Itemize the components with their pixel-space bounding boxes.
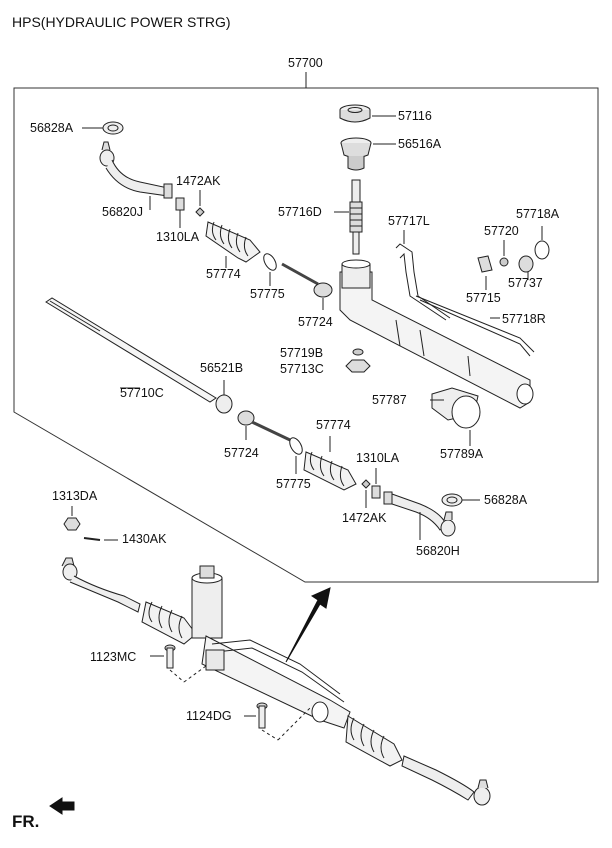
part-label-56820H: 56820H [416,544,460,558]
pipe-57718R [415,295,535,357]
part-label-57718R: 57718R [502,312,546,326]
nut-1310LA-top [175,197,185,228]
front-direction-label: FR. [12,812,40,831]
part-label-1124DG: 1124DG [186,709,232,723]
part-label-57737: 57737 [508,276,543,290]
part-label-1310LA-top: 1310LA [156,230,200,244]
yoke-57737 [518,255,534,280]
part-label-57724-bottom: 57724 [224,446,259,460]
part-label-1313DA: 1313DA [52,489,98,503]
boot-57774-top [205,221,261,268]
nut-1310LA-bottom [371,468,381,499]
part-label-57116: 57116 [398,109,432,123]
cap-57116 [339,104,396,123]
part-label-57724-top: 57724 [298,315,333,329]
part-label-57710C: 57710C [120,386,164,400]
part-label-56516A: 56516A [398,137,442,151]
part-label-1123MC: 1123MC [90,650,137,664]
part-label-56521B: 56521B [200,361,244,375]
part-label-1430AK: 1430AK [122,532,167,546]
tie-rod-end-56820J [99,141,173,210]
part-label-1472AK-bottom: 1472AK [342,511,387,525]
boot-clip-56828A-bottom [441,493,480,507]
part-label-56828A-top: 56828A [30,121,74,135]
nut-57713C [345,359,371,373]
washer-57719B [352,348,364,356]
part-label-57717L: 57717L [388,214,430,228]
part-label-57774-top: 57774 [206,267,241,281]
tie-rod-end-56820H [383,491,456,540]
part-label-57718A: 57718A [516,207,560,221]
part-label-57719B: 57719B [280,346,324,360]
part-label-57713C: 57713C [280,362,324,376]
spring-57720 [499,240,509,267]
page-title: HPS(HYDRAULIC POWER STRG) [12,14,231,30]
part-label-57787: 57787 [372,393,407,407]
part-label-57715: 57715 [466,291,501,305]
assembly-frame [13,87,599,583]
rack-57710C [45,297,217,403]
inner-tie-rod-57724-bottom [237,410,291,442]
gear-housing [339,259,534,409]
seal-56516A [340,137,396,171]
boot-clip-56828A-top [82,121,124,135]
pipe-57717L [395,230,451,321]
bolt-1124DG [244,702,313,741]
part-label-57775-top: 57775 [250,287,285,301]
bushing-56521B [215,380,233,414]
part-label-56820J: 56820J [102,205,144,219]
part-label-57720: 57720 [484,224,519,238]
inner-tie-rod-57724-top [281,262,333,310]
part-label-57700: 57700 [288,56,323,70]
clamp-57775-top [263,253,277,286]
pinion-57716D [334,179,363,255]
clamp-57775-bottom [289,437,303,474]
part-label-1472AK-top: 1472AK [176,174,221,188]
part-label-57716D: 57716D [278,205,322,219]
direction-arrow-icon [49,797,75,815]
clip-1472AK-top [195,190,205,217]
boot-57774-bottom [303,436,357,491]
part-label-57774-bottom: 57774 [316,418,351,432]
explode-arrow [285,587,331,663]
bolt-1123MC [150,644,207,683]
plug-57715 [477,255,493,290]
part-label-1310LA-bottom: 1310LA [356,451,400,465]
part-label-57789A: 57789A [440,447,484,461]
nut-1313DA [63,506,81,531]
part-label-56828A-bottom: 56828A [484,493,528,507]
cap-57718A [534,226,550,260]
part-label-57775-bottom: 57775 [276,477,311,491]
cotter-pin-1430AK [83,537,118,541]
clip-1472AK-bottom [361,479,371,508]
mount-bracket-57787 [430,387,481,446]
assembled-rack [61,557,491,806]
